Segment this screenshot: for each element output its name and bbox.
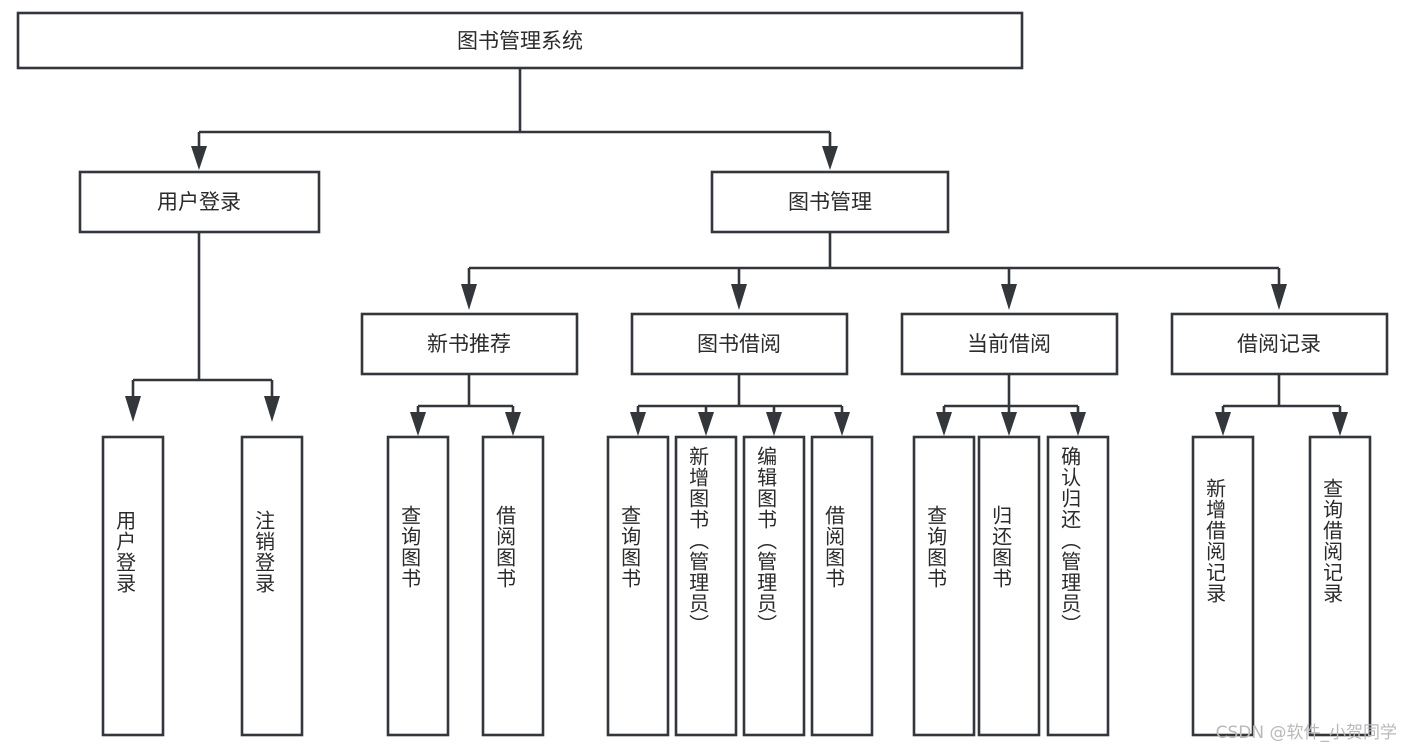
leaf-box-br-add-record[interactable] [1191, 435, 1255, 737]
arrowhead-book-borrow [731, 284, 747, 310]
node-new-book-recommend-label: 新书推荐 [427, 332, 511, 356]
arrowhead-bb-leaf-2 [698, 412, 714, 436]
node-book-mgmt-box[interactable] [710, 170, 950, 234]
node-borrow-record-label: 借阅记录 [1237, 332, 1321, 356]
connector-group-borrow-record [1215, 374, 1348, 436]
node-current-borrow-label: 当前借阅 [967, 332, 1051, 356]
arrowhead-br-leaf-1 [1215, 412, 1231, 436]
arrowhead-br-leaf-2 [1332, 412, 1348, 436]
arrowhead-cb-leaf-2 [1001, 412, 1017, 436]
node-new-book-recommend-box[interactable] [360, 312, 579, 376]
leaf-box-bb-add-book[interactable] [674, 435, 738, 737]
leaf-box-bb-query-book[interactable] [606, 435, 670, 737]
arrowhead-bb-leaf-3 [766, 412, 782, 436]
leaf-box-logout[interactable] [240, 435, 304, 737]
leaf-box-br-query-record[interactable] [1308, 435, 1372, 737]
leaf-box-bb-borrow-book[interactable] [810, 435, 874, 737]
arrowhead-bb-leaf-4 [834, 412, 850, 436]
arrowhead-leaf-user-login [125, 396, 141, 422]
node-user-login-box[interactable] [78, 170, 321, 234]
arrowhead-book-mgmt [822, 146, 838, 170]
node-root-box[interactable] [16, 11, 1024, 70]
connector-group-book-mgmt [461, 232, 1287, 310]
leaf-box-cb-query-book[interactable] [912, 435, 976, 737]
node-user-login-label: 用户登录 [157, 190, 241, 214]
arrowhead-borrow-record [1271, 284, 1287, 310]
arrowhead-current-borrow [1001, 284, 1017, 310]
leaf-box-cb-return-book[interactable] [977, 435, 1041, 737]
connector-group-user-login [125, 232, 280, 422]
connector-group-root [191, 68, 838, 170]
leaf-box-nbr-query-book[interactable] [386, 435, 450, 737]
arrowhead-bb-leaf-1 [630, 412, 646, 436]
node-book-borrow-label: 图书借阅 [697, 332, 781, 356]
leaf-box-user-login[interactable] [101, 435, 165, 737]
connector-group-current-borrow [936, 374, 1086, 436]
arrowhead-leaf-logout [264, 396, 280, 422]
arrowhead-cb-leaf-1 [936, 412, 952, 436]
watermark-text: CSDN @软件_小贺同学 [1215, 723, 1397, 743]
connector-group-book-borrow [630, 374, 850, 436]
arrowhead-cb-leaf-3 [1070, 412, 1086, 436]
arrowhead-nbr-leaf-1 [410, 412, 426, 436]
leaf-box-cb-confirm-return[interactable] [1046, 435, 1110, 737]
arrowhead-user-login [191, 146, 207, 170]
connector-group-new-book-recommend [410, 374, 521, 436]
node-current-borrow-box[interactable] [900, 312, 1119, 376]
node-borrow-record-box[interactable] [1170, 312, 1389, 376]
leaf-box-bb-edit-book[interactable] [742, 435, 806, 737]
node-root-label: 图书管理系统 [457, 29, 583, 53]
arrowhead-new-book-recommend [461, 284, 477, 310]
node-book-borrow-box[interactable] [630, 312, 849, 376]
leaf-box-nbr-borrow-book[interactable] [481, 435, 545, 737]
arrowhead-nbr-leaf-2 [505, 412, 521, 436]
node-book-mgmt-label: 图书管理 [788, 190, 872, 214]
